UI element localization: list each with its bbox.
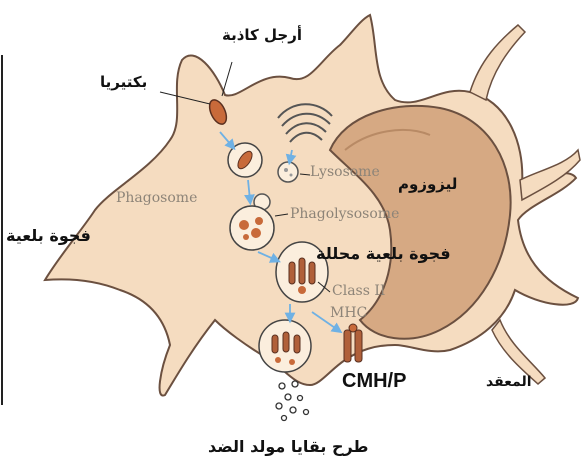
expelled-debris (276, 381, 309, 421)
mhc-label: MHC (330, 305, 367, 321)
phagolysosome-label: Phagolysosome (290, 206, 399, 222)
phagosome-label: Phagosome (116, 190, 197, 206)
bacteria-label: بكتيريا (100, 73, 147, 91)
digestive-vacuole-label: فجوة بلعية محللة (316, 244, 451, 263)
cmhp-label: CMH/P (342, 370, 406, 393)
lysosome-label: Lysosome (310, 164, 380, 180)
phagosome-vesicle (228, 143, 262, 177)
phagolysosome-vesicle (230, 206, 274, 250)
lysosome-ar-label: ليزوزوم (398, 175, 457, 193)
pseudopod-top-right (470, 25, 525, 100)
phagocytic-vacuole-label: فجوة بلعية (6, 226, 91, 245)
expel-antigen-label: طرح بقايا مولد الضد (208, 437, 369, 456)
complex-label: المعقد (486, 374, 532, 390)
pseudopod-label: أرجل كاذبة (222, 26, 302, 44)
class2-label: Class II (332, 283, 385, 299)
exocytosis-vesicle (259, 320, 311, 372)
